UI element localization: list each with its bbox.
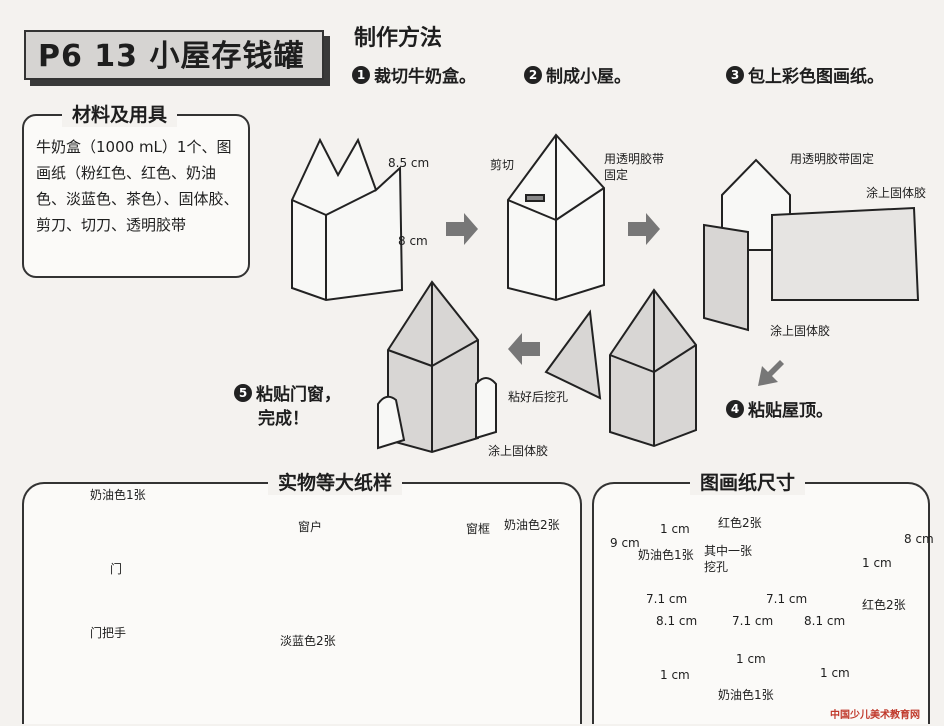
step-text-3: 包上彩色图画纸。 (748, 67, 884, 87)
watermark-text: 中国少儿美术教育网 (830, 710, 920, 721)
finished-house-drawing (377, 280, 497, 454)
arrow-right-1 (446, 213, 478, 245)
label-frame: 窗框 (466, 522, 491, 536)
step-number-2: 2 (524, 65, 542, 84)
step-text-5b: 完成！ (258, 409, 309, 429)
page-title: P6 13 小屋存钱罐 (38, 39, 305, 74)
label-hole-after: 粘好后挖孔 (508, 390, 569, 404)
step-number-1: 1 (352, 65, 370, 84)
label-tri-w: 7.1 cm (766, 592, 808, 606)
house-drawing-step4 (544, 288, 697, 448)
materials-box (22, 114, 250, 278)
label-window-color: 淡蓝色2张 (280, 634, 336, 648)
label-tri2-h: 8 cm (904, 532, 934, 546)
label-tri-note-2: 挖孔 (704, 560, 729, 574)
arrow-right-2 (628, 213, 660, 245)
label-strip-1cm-c: 1 cm (820, 666, 850, 680)
label-rect-1cm: 1 cm (660, 522, 690, 536)
label-strip-w2: 7.1 cm (732, 614, 774, 628)
label-tri-note-1: 其中一张 (704, 544, 753, 558)
label-rect-h: 9 cm (610, 536, 640, 550)
step-number-3: 3 (726, 65, 744, 84)
label-rect-w: 7.1 cm (646, 592, 688, 606)
label-strip-1cm-b: 1 cm (736, 652, 766, 666)
step-1: 1 裁切牛奶盒。 (352, 62, 476, 87)
step-text-4: 粘贴屋顶。 (748, 401, 833, 421)
step-4: 4 粘贴屋顶。 (726, 396, 833, 421)
step-5: 5 粘贴门窗， (234, 380, 341, 405)
label-door: 门 (110, 562, 123, 576)
materials-heading: 材料及用具 (62, 100, 178, 127)
label-tri2-color: 红色2张 (862, 598, 906, 612)
label-tri-color: 红色2张 (718, 516, 762, 530)
label-glue-1: 涂上固体胶 (866, 186, 927, 200)
templates-heading: 实物等大纸样 (268, 468, 403, 495)
label-strip-w1: 8.1 cm (656, 614, 698, 628)
step-3: 3 包上彩色图画纸。 (726, 62, 884, 87)
step-text-1: 裁切牛奶盒。 (374, 67, 476, 87)
label-dim-8: 8 cm (398, 234, 428, 248)
label-cut: 剪切 (490, 158, 515, 172)
label-glue-3: 涂上固体胶 (488, 444, 549, 458)
label-glue-2: 涂上固体胶 (770, 324, 831, 338)
title-box (24, 30, 324, 80)
label-tape-fix-2: 固定 (604, 168, 629, 182)
arrow-left (508, 333, 540, 365)
label-dim-85: 8.5 cm (388, 156, 430, 170)
step-text-2: 制成小屋。 (546, 67, 631, 87)
label-door-handle: 门把手 (90, 626, 127, 640)
label-strip-w3: 8.1 cm (804, 614, 846, 628)
label-tri2-1cm: 1 cm (862, 556, 892, 570)
house-drawing-step2 (507, 133, 605, 302)
method-heading: 制作方法 (354, 26, 443, 51)
milk-carton-drawing (291, 137, 404, 302)
label-tape-fix-3: 用透明胶带固定 (790, 152, 875, 166)
step-number-5: 5 (234, 383, 252, 402)
sizes-heading: 图画纸尺寸 (690, 468, 806, 495)
step-number-4: 4 (726, 399, 744, 418)
label-tape-fix: 用透明胶带 (604, 152, 665, 166)
label-window: 窗户 (298, 520, 323, 534)
label-frame-color: 奶油色2张 (504, 518, 560, 532)
label-strip-color: 奶油色1张 (718, 688, 774, 702)
label-door-color: 奶油色1张 (90, 488, 146, 502)
arrow-down-left (758, 360, 784, 386)
label-strip-1cm-a: 1 cm (660, 668, 690, 682)
step-2: 2 制成小屋。 (524, 62, 631, 87)
wrap-paper-drawing (703, 158, 920, 332)
step-text-5: 粘贴门窗， (256, 385, 341, 405)
label-rect-color: 奶油色1张 (638, 548, 694, 562)
materials-text: 牛奶盒（1000 mL）1个、图画纸（粉红色、红色、奶油色、淡蓝色、茶色）、固体… (36, 138, 239, 234)
